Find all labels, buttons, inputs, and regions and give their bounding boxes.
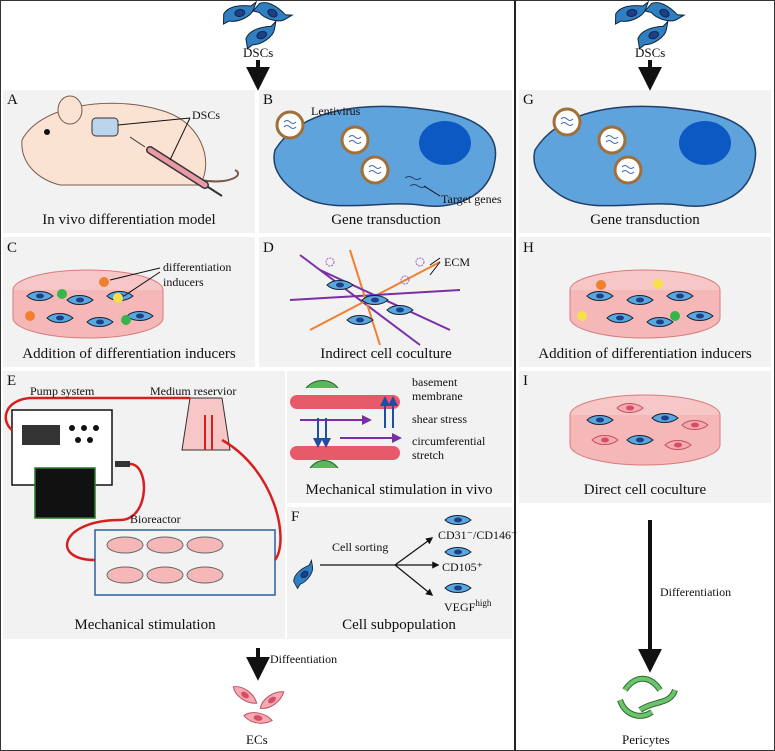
panel-e-letter: E <box>7 373 17 389</box>
transduction-cell-b <box>273 105 497 207</box>
panel-b-vector: Lentivirus <box>311 104 361 118</box>
ecm-network <box>289 249 461 346</box>
dscs-label-left: DSCs <box>243 45 274 60</box>
dscs-cells-left <box>220 0 293 50</box>
panel-b-caption: Gene transduction <box>331 212 441 228</box>
panel-a-callout: DSCs <box>192 108 221 122</box>
panel-c-callout-2: inducers <box>163 275 204 289</box>
column-divider <box>514 0 516 751</box>
bottom-right-arrow-label: Differentiation <box>660 585 732 599</box>
panel-a-letter: A <box>7 92 18 108</box>
pericytes-label: Pericytes <box>622 732 670 747</box>
dish-c <box>12 267 164 339</box>
shear-label: shear stress <box>412 412 467 426</box>
stretch-label-1: circumferential <box>412 434 486 448</box>
reservoir-label: Medium reservior <box>150 384 237 398</box>
panel-g-caption: Gene transduction <box>590 212 700 228</box>
stretch-label-2: stretch <box>412 448 444 462</box>
panel-f-letter: F <box>291 509 300 525</box>
panel-b-letter: B <box>263 92 274 108</box>
panel-c-letter: C <box>7 240 18 256</box>
panel-h-letter: H <box>523 240 534 256</box>
panel-i-letter: I <box>523 373 528 389</box>
bottom-left-arrow-label: Diffeentiation <box>270 652 338 666</box>
ecs-cells <box>229 682 288 726</box>
marker-cd105: CD105⁺ <box>442 560 484 574</box>
panel-d-letter: D <box>263 240 274 256</box>
marker-cd31: CD31⁻/CD146⁻ <box>438 528 518 542</box>
panel-f <box>287 507 512 639</box>
panel-g-letter: G <box>523 92 534 108</box>
mouse-illustration <box>21 95 239 197</box>
membrane-label-1: basement <box>412 375 458 389</box>
panel-d-callout: ECM <box>444 255 471 269</box>
panel-c-callout-1: differentiation <box>163 260 232 274</box>
vessel-wall <box>290 380 402 469</box>
panel-f-caption: Cell subpopulation <box>342 617 456 633</box>
panel-i-caption: Direct cell coculture <box>583 482 707 498</box>
panel-d-caption: Indirect cell coculture <box>320 346 452 362</box>
panel-c-caption: Addition of differentiation inducers <box>22 346 236 362</box>
bioreactor-label: Bioreactor <box>130 512 181 526</box>
sorting-label: Cell sorting <box>332 540 389 554</box>
dish-h <box>569 269 721 339</box>
pump-label: Pump system <box>30 384 95 398</box>
marker-vegf-sup: high <box>475 598 492 608</box>
membrane-label-2: membrane <box>412 389 463 403</box>
dish-i <box>569 394 721 466</box>
marker-vegf: VEGFhigh <box>444 598 491 615</box>
marker-vegf-base: VEGF <box>444 600 476 614</box>
sorting-diagram <box>288 515 472 596</box>
transduction-cell-g <box>533 105 757 207</box>
panel-b-genes: Target genes <box>441 192 502 206</box>
ecs-label: ECs <box>246 732 268 747</box>
panel-a-caption: In vivo differentiation model <box>42 212 216 228</box>
panel-h-caption: Addition of differentiation inducers <box>538 346 752 362</box>
mechanical-setup <box>4 396 282 596</box>
pericytes-cells <box>617 675 678 719</box>
invivo-caption: Mechanical stimulation in vivo <box>305 482 493 498</box>
panel-e-caption: Mechanical stimulation <box>74 617 216 633</box>
dscs-cells-right <box>612 0 685 50</box>
dscs-label-right: DSCs <box>635 45 666 60</box>
